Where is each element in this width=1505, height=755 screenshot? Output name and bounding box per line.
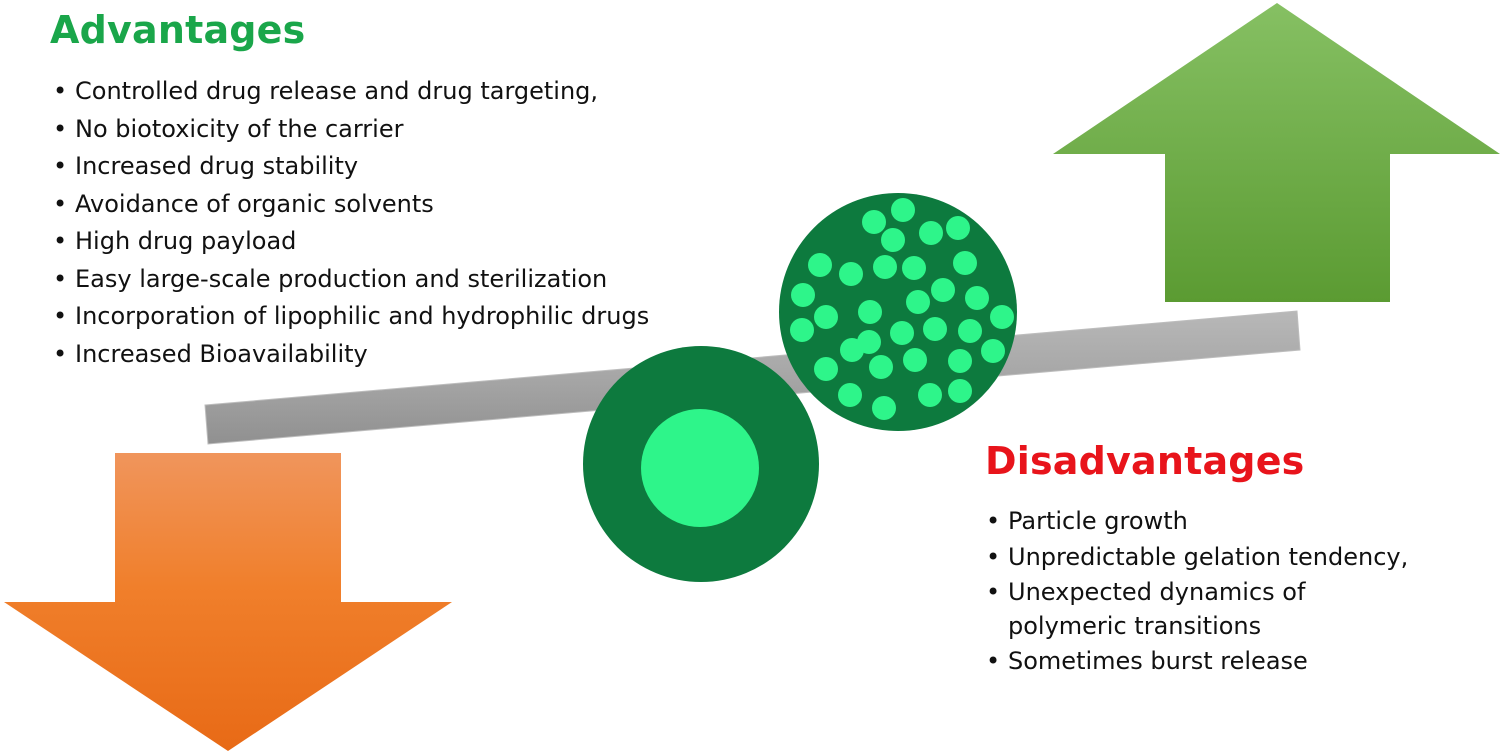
advantages-list: Controlled drug release and drug targeti… [51, 73, 649, 373]
drug-dot [872, 396, 896, 420]
list-item: Particle growth [984, 503, 1428, 539]
list-item: Avoidance of organic solvents [51, 186, 649, 224]
drug-dot [891, 198, 915, 222]
list-item: Incorporation of lipophilic and hydrophi… [51, 298, 649, 336]
list-item: High drug payload [51, 223, 649, 261]
drug-dot [808, 253, 832, 277]
advantages-heading: Advantages [50, 8, 306, 52]
drug-dot [948, 379, 972, 403]
drug-dot [814, 357, 838, 381]
list-item: Unpredictable gelation tendency, [984, 539, 1428, 575]
up-arrow-icon [1053, 3, 1500, 302]
drug-dot [858, 300, 882, 324]
core-shell-particle-icon [583, 346, 819, 582]
drug-dot [902, 256, 926, 280]
list-item: Sometimes burst release [984, 643, 1428, 679]
drug-dot [839, 262, 863, 286]
drug-dot [791, 283, 815, 307]
drug-dot [946, 216, 970, 240]
drug-dot [906, 290, 930, 314]
drug-dot [814, 305, 838, 329]
drug-dot [918, 383, 942, 407]
drug-dot [869, 355, 893, 379]
particle-core [641, 409, 759, 527]
drug-dot [881, 228, 905, 252]
down-arrow-icon [4, 453, 452, 751]
drug-dot [965, 286, 989, 310]
drug-dot [890, 321, 914, 345]
list-item: Easy large-scale production and steriliz… [51, 261, 649, 299]
drug-dot [790, 318, 814, 342]
drug-dot [919, 221, 943, 245]
particle-shell [779, 193, 1017, 431]
drug-dot [931, 278, 955, 302]
drug-dot [990, 305, 1014, 329]
drug-dot [873, 255, 897, 279]
drug-dot [953, 251, 977, 275]
list-item: No biotoxicity of the carrier [51, 111, 649, 149]
list-item: Unexpected dynamics of polymeric transit… [984, 575, 1428, 643]
list-item: Controlled drug release and drug targeti… [51, 73, 649, 111]
drug-dot [981, 339, 1005, 363]
drug-dot [838, 383, 862, 407]
drug-dot [903, 348, 927, 372]
drug-dot [840, 338, 864, 362]
drug-dot [948, 349, 972, 373]
disadvantages-heading: Disadvantages [985, 439, 1305, 483]
drug-dot [923, 317, 947, 341]
disadvantages-list: Particle growth Unpredictable gelation t… [984, 503, 1428, 679]
drug-dot [862, 210, 886, 234]
matrix-particle-icon [779, 193, 1017, 431]
list-item: Increased Bioavailability [51, 336, 649, 374]
drug-dot [958, 319, 982, 343]
list-item: Increased drug stability [51, 148, 649, 186]
